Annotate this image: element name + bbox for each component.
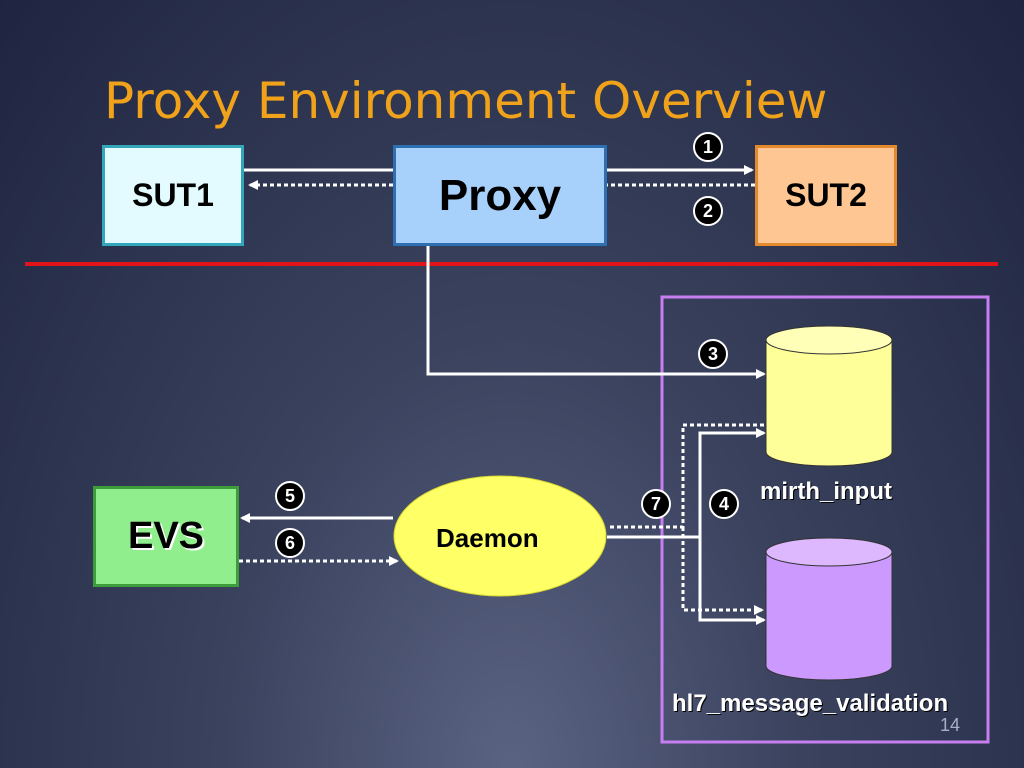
step-5-badge: 5	[275, 481, 305, 511]
step-1-badge: 1	[693, 132, 723, 162]
proxy-label: Proxy	[438, 170, 562, 220]
daemon-label: Daemon	[436, 523, 539, 553]
sut2-node: SUT2	[755, 145, 897, 246]
daemon-node	[393, 475, 607, 597]
arrow-proxy-mirth	[426, 246, 766, 379]
hl7-validation-database	[765, 537, 893, 681]
step-6-badge: 6	[275, 528, 305, 558]
arrow-db-daemon-dotted	[607, 423, 764, 529]
database-group-border	[660, 295, 990, 744]
sut2-label: SUT2	[785, 177, 867, 213]
hl7-validation-label: hl7_message_validation	[672, 690, 949, 717]
mirth-input-label: mirth_input	[760, 478, 892, 505]
sut1-label: SUT1	[132, 177, 214, 213]
step-2-badge: 2	[693, 196, 723, 226]
arrow-daemon-hl7-solid	[698, 537, 766, 625]
slide-title: Proxy Environment Overview	[104, 72, 828, 130]
evs-label: EVS	[127, 515, 205, 557]
arrow-hl7-daemon-dotted	[681, 527, 764, 615]
step-4-badge: 4	[709, 489, 739, 519]
page-number: 14	[940, 715, 961, 735]
proxy-node: Proxy	[393, 145, 607, 246]
sut1-node: SUT1	[102, 145, 244, 246]
step-3-badge: 3	[698, 339, 728, 369]
evs-node: EVS	[93, 486, 239, 587]
step-7-badge: 7	[641, 489, 671, 519]
arrow-daemon-db-solid	[607, 428, 766, 539]
mirth-input-database	[765, 325, 893, 467]
